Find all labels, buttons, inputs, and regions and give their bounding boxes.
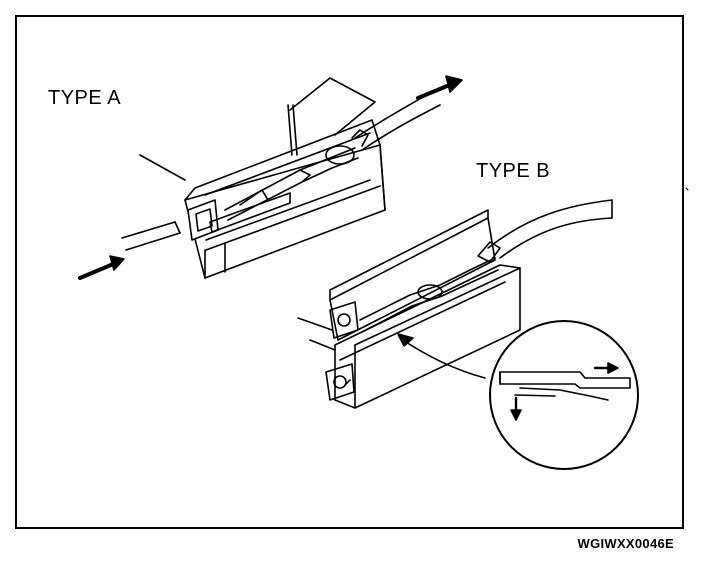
type-a-pull-arrow <box>416 75 463 100</box>
detail-leader-arrow <box>397 333 486 379</box>
type-a-label: TYPE A <box>48 87 122 109</box>
detail-inset <box>489 320 639 470</box>
type-b-connector <box>297 199 613 409</box>
figure-code: WGIWXX0046E <box>577 536 674 551</box>
type-a-push-arrow <box>78 255 125 280</box>
figure-frame <box>15 15 684 529</box>
type-b-label: TYPE B <box>476 160 551 182</box>
type-a-connector <box>121 77 441 279</box>
